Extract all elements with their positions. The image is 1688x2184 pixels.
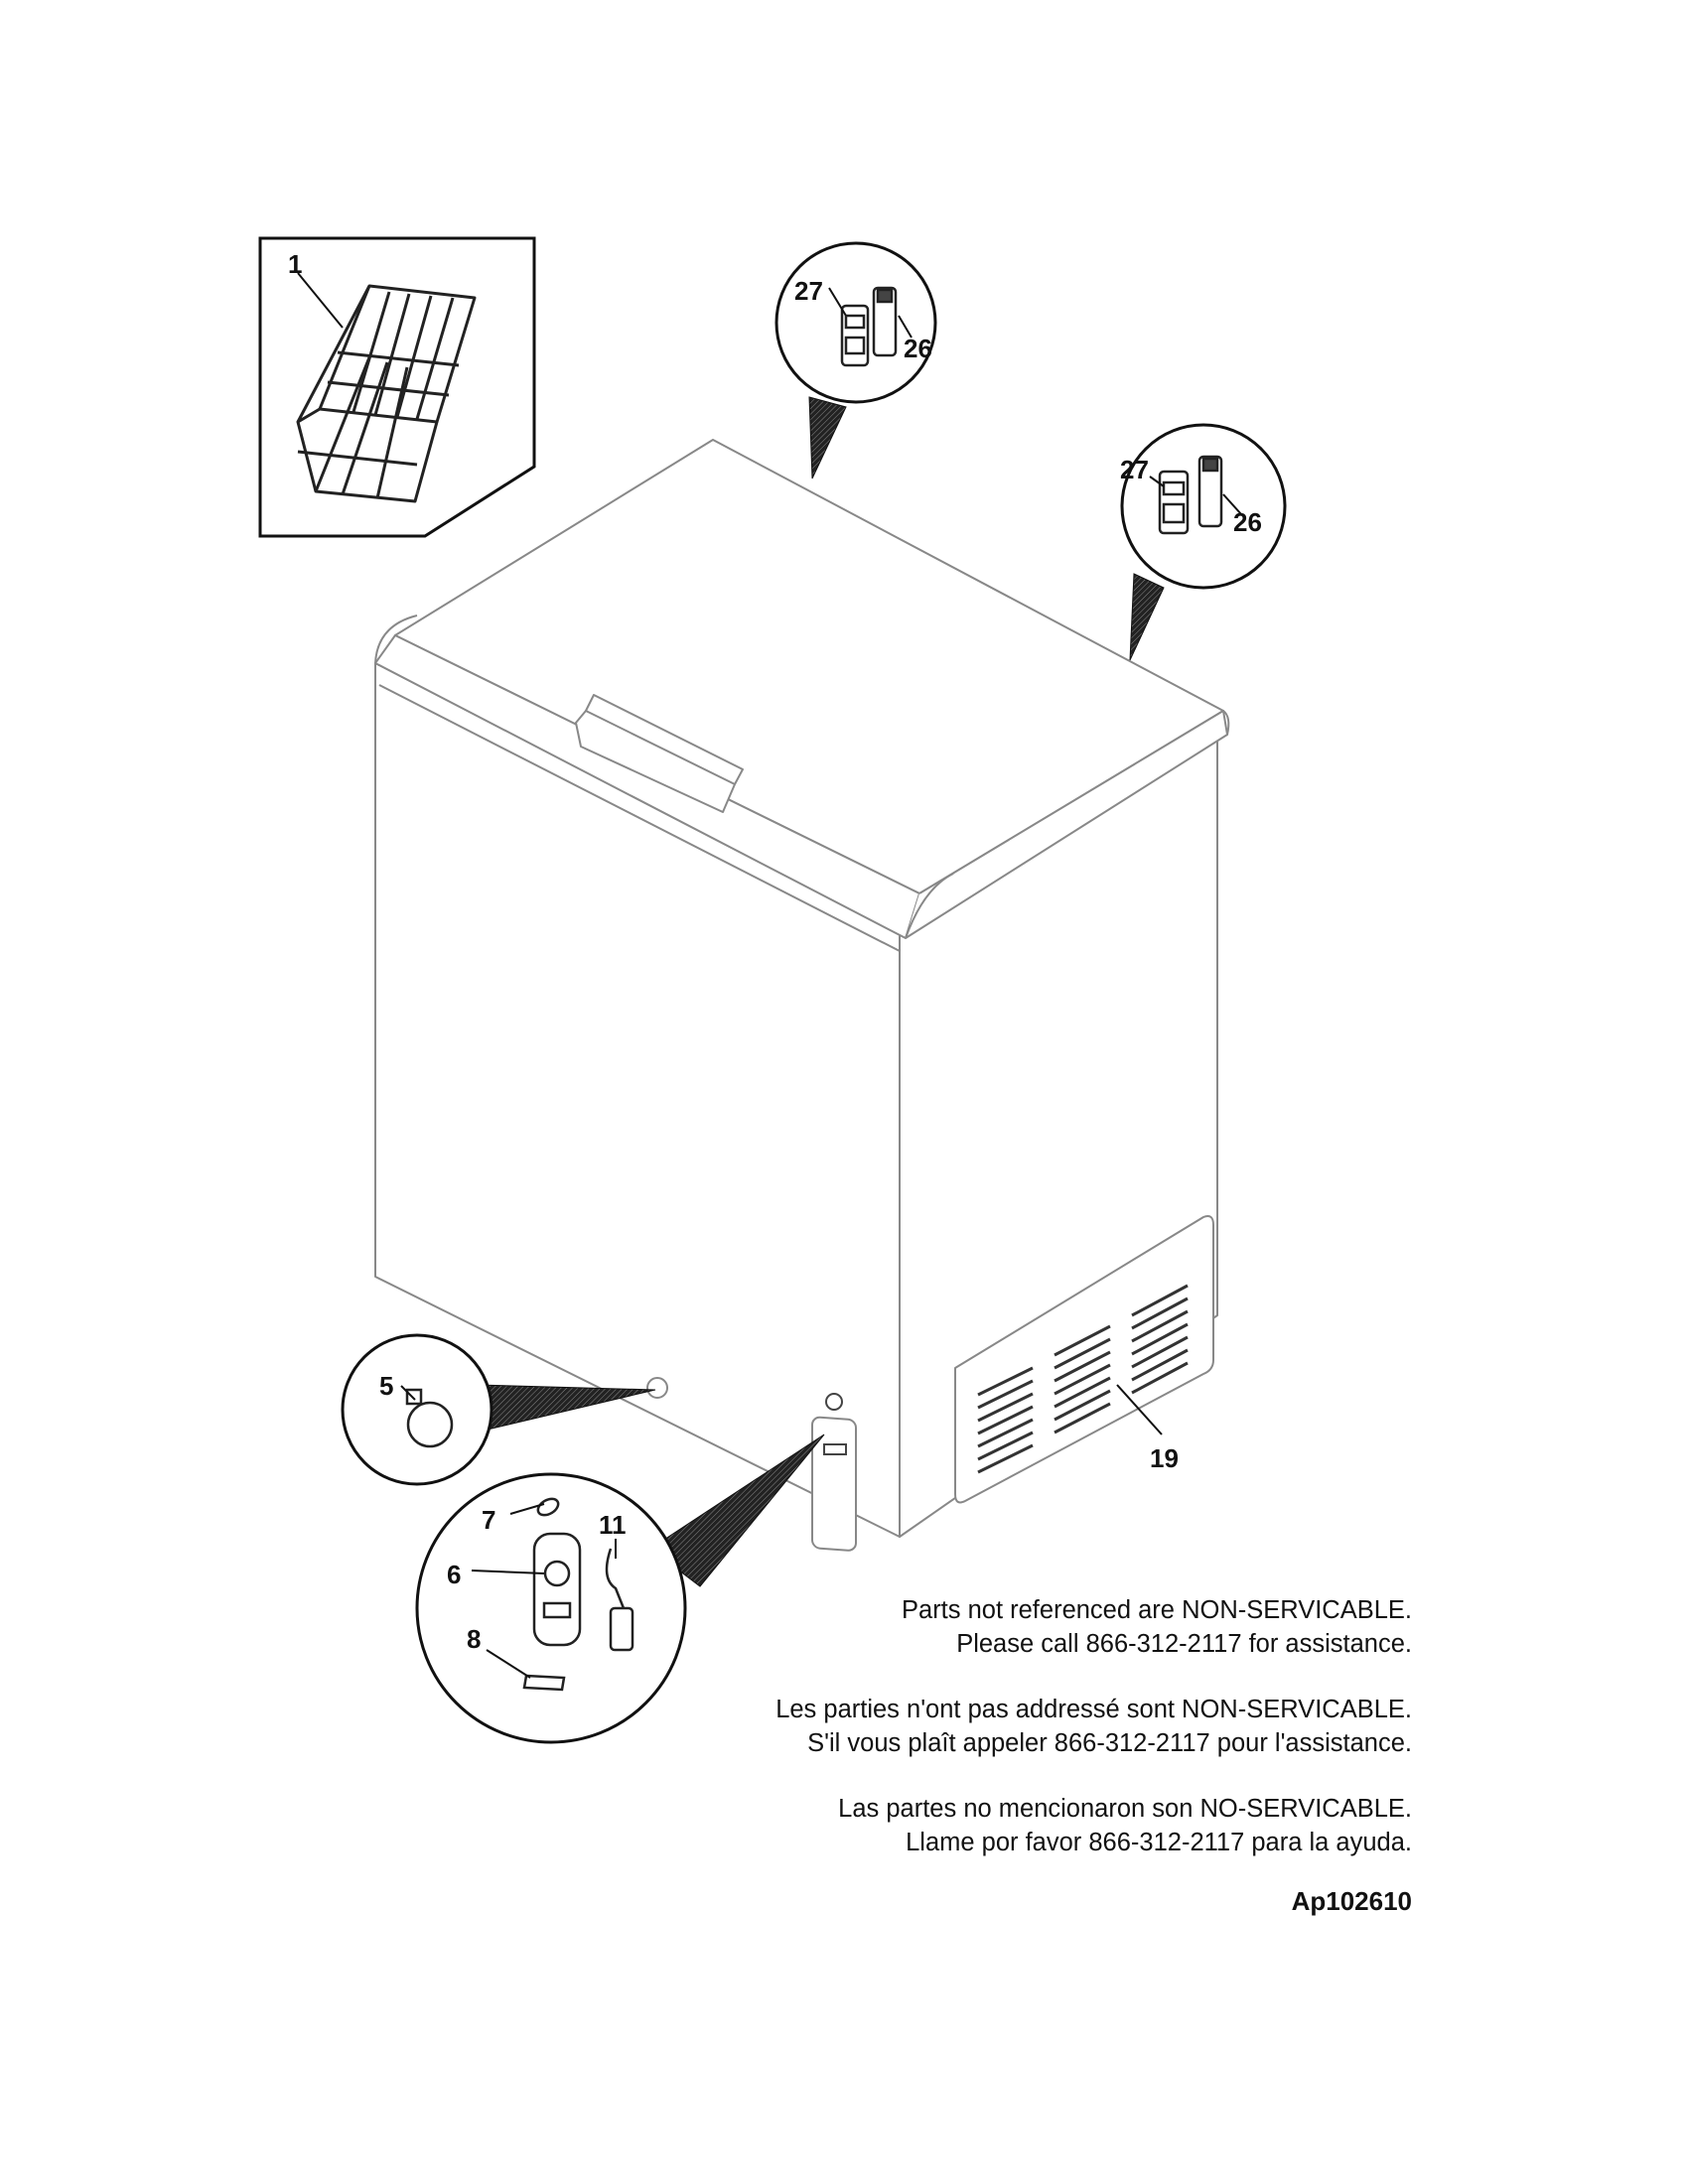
- note-line: S'il vous plaît appeler 866-312-2117 pou…: [807, 1729, 1412, 1757]
- hinge-inset-right: 27 26: [1120, 423, 1287, 661]
- note-line: Les parties n'ont pas addressé sont NON-…: [775, 1696, 1412, 1723]
- note-line: Parts not referenced are NON-SERVICABLE.: [902, 1596, 1412, 1624]
- callout-5: 5: [379, 1371, 393, 1401]
- drawing-id: Ap102610: [1291, 1886, 1412, 1916]
- callout-7: 7: [482, 1505, 495, 1535]
- hinge-icon: [840, 286, 898, 367]
- notes-french: Les parties n'ont pas addressé sont NON-…: [775, 1693, 1412, 1760]
- foot-icon: [405, 1388, 454, 1448]
- control-panel: [811, 1416, 857, 1552]
- notes-spanish: Las partes no mencionaron son NO-SERVICA…: [838, 1792, 1412, 1859]
- vent-louvers: [977, 1284, 1189, 1474]
- lid-handle: [575, 710, 736, 813]
- note-line: Please call 866-312-2117 for assistance.: [956, 1630, 1412, 1658]
- hinge-icon-right: [1158, 455, 1223, 535]
- callout-1: 1: [288, 249, 302, 279]
- callout-27-left: 27: [794, 276, 823, 306]
- callout-27-right: 27: [1120, 455, 1149, 484]
- callout-26-left: 26: [904, 334, 932, 363]
- control-inset: 7 6 11 8: [415, 1433, 825, 1744]
- basket-icon: [296, 284, 477, 503]
- chest-freezer: [374, 439, 1230, 1552]
- notes-english: Parts not referenced are NON-SERVICABLE.…: [902, 1593, 1412, 1661]
- basket-inset: 1: [258, 236, 536, 538]
- hinge-inset-left: 27 26: [774, 241, 937, 479]
- control-components-icon: [522, 1497, 634, 1692]
- control-knob: [823, 1393, 847, 1455]
- foot-inset: 5: [341, 1333, 656, 1486]
- callout-6: 6: [447, 1560, 461, 1589]
- callout-11: 11: [599, 1510, 627, 1540]
- callout-19: 19: [1150, 1443, 1179, 1473]
- kick-plate: [954, 1215, 1214, 1504]
- note-line: Llame por favor 866-312-2117 para la ayu…: [906, 1829, 1412, 1856]
- note-line: Las partes no mencionaron son NO-SERVICA…: [838, 1795, 1412, 1823]
- callout-8: 8: [467, 1624, 481, 1654]
- foot-stub: [646, 1377, 668, 1399]
- callout-26-right: 26: [1233, 507, 1262, 537]
